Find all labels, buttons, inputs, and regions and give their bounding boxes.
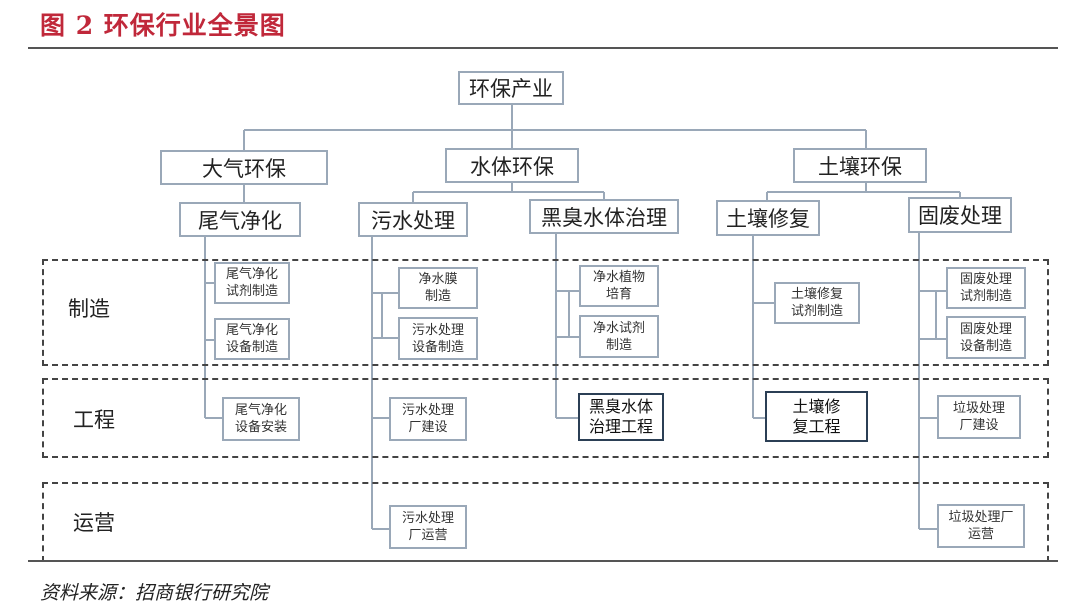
leaf-soilrepair-eng: 土壤修 复工程 — [765, 391, 868, 442]
row-label-engineering: 工程 — [73, 408, 115, 432]
band-engineering — [42, 378, 1049, 458]
band-manufacturing — [42, 259, 1049, 366]
node-soil: 土壤环保 — [793, 148, 927, 183]
node-water: 水体环保 — [445, 148, 579, 183]
leaf-blackodor-mfg2: 净水试剂 制造 — [579, 315, 659, 358]
node-exhaust: 尾气净化 — [179, 202, 301, 237]
leaf-solidwaste-mfg2: 固废处理 设备制造 — [946, 316, 1026, 359]
node-sewage: 污水处理 — [358, 202, 468, 237]
node-blackodor: 黑臭水体治理 — [529, 199, 679, 234]
node-root: 环保产业 — [458, 71, 564, 105]
leaf-soilrepair-mfg1: 土壤修复 试剂制造 — [774, 282, 860, 324]
row-label-operations: 运营 — [73, 511, 115, 535]
top-rule — [28, 47, 1058, 49]
node-soilrepair: 土壤修复 — [716, 200, 820, 236]
leaf-solidwaste-ops: 垃圾处理厂 运营 — [937, 504, 1025, 548]
leaf-exhaust-mfg1: 尾气净化 试剂制造 — [214, 262, 290, 304]
figure-title: 图 2 环保行业全景图 — [40, 11, 286, 40]
leaf-sewage-mfg2: 污水处理 设备制造 — [398, 317, 478, 360]
leaf-exhaust-mfg2: 尾气净化 设备制造 — [214, 318, 290, 360]
leaf-sewage-eng: 污水处理 厂建设 — [389, 397, 467, 441]
leaf-sewage-mfg1: 净水膜 制造 — [398, 267, 478, 309]
row-label-manufacturing: 制造 — [68, 297, 110, 321]
leaf-sewage-ops: 污水处理 厂运营 — [389, 505, 467, 549]
source-note: 资料来源：招商银行研究院 — [40, 582, 269, 604]
leaf-exhaust-eng: 尾气净化 设备安装 — [222, 397, 300, 441]
leaf-blackodor-eng: 黑臭水体 治理工程 — [578, 393, 664, 441]
bottom-rule — [28, 560, 1058, 562]
band-operations — [42, 482, 1049, 562]
leaf-solidwaste-mfg1: 固废处理 试剂制造 — [946, 267, 1026, 309]
leaf-solidwaste-eng: 垃圾处理 厂建设 — [937, 395, 1021, 439]
node-solidwaste: 固废处理 — [908, 197, 1012, 233]
node-air: 大气环保 — [160, 150, 328, 185]
leaf-blackodor-mfg1: 净水植物 培育 — [579, 265, 659, 307]
